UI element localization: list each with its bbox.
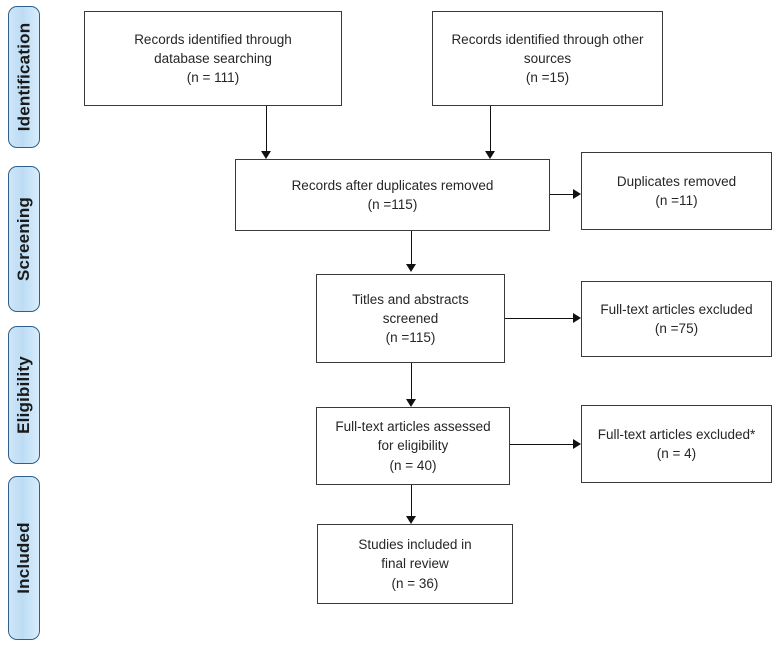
stage-screening-label: Screening [14, 197, 33, 281]
node-fulltext-assessed-text: Full-text articles assessed for eligibil… [335, 419, 491, 473]
node-records-after-duplicates: Records after duplicates removed (n =115… [235, 159, 550, 231]
node-titles-abstracts-screened: Titles and abstracts screened (n =115) [316, 274, 505, 363]
node-records-other-sources-text: Records identified through other sources… [451, 31, 644, 86]
arrowhead-dedup-to-duplicates [573, 189, 581, 199]
connector-dedup-to-duplicates [550, 194, 574, 195]
node-fulltext-assessed: Full-text articles assessed for eligibil… [316, 407, 510, 485]
connector-assessed-to-excluded4 [510, 444, 573, 445]
node-fulltext-excluded-75: Full-text articles excluded (n =75) [581, 281, 772, 357]
stage-eligibility: Eligibility [8, 326, 40, 464]
node-records-after-duplicates-text: Records after duplicates removed (n =115… [291, 177, 494, 212]
connector-dedup-to-screened [411, 231, 412, 267]
stage-eligibility-label: Eligibility [14, 356, 34, 434]
node-studies-included-text: Studies included in final review (n = 36… [358, 537, 472, 591]
stage-included-label: Included [14, 522, 33, 594]
arrowhead-screened-to-excluded75 [573, 313, 581, 323]
arrowhead-database-to-dedup [261, 151, 271, 159]
arrowhead-dedup-to-screened [406, 264, 416, 272]
node-duplicates-removed: Duplicates removed (n =11) [581, 152, 772, 230]
stage-identification-label: Identification [14, 22, 34, 132]
node-fulltext-excluded-75-text: Full-text articles excluded (n =75) [600, 301, 753, 336]
connector-other-to-dedup [490, 106, 491, 154]
arrowhead-assessed-to-excluded4 [573, 439, 581, 449]
node-duplicates-removed-text: Duplicates removed (n =11) [616, 173, 737, 208]
arrowhead-assessed-to-included [406, 516, 416, 524]
stage-identification: Identification [8, 6, 40, 148]
stage-screening: Screening [8, 166, 40, 312]
node-fulltext-excluded-4: Full-text articles excluded* (n = 4) [581, 405, 772, 483]
node-records-database-text: Records identified through database sear… [134, 31, 292, 86]
connector-database-to-dedup [266, 106, 267, 154]
node-records-other-sources: Records identified through other sources… [432, 11, 663, 106]
connector-screened-to-assessed [411, 363, 412, 401]
stage-included: Included [8, 476, 40, 640]
node-records-database: Records identified through database sear… [84, 11, 342, 106]
arrowhead-other-to-dedup [485, 151, 495, 159]
connector-assessed-to-included [411, 485, 412, 518]
node-fulltext-excluded-4-text: Full-text articles excluded* (n = 4) [597, 426, 756, 461]
arrowhead-screened-to-assessed [406, 399, 416, 407]
node-studies-included: Studies included in final review (n = 36… [317, 524, 513, 604]
node-titles-abstracts-screened-text: Titles and abstracts screened (n =115) [352, 291, 469, 346]
connector-screened-to-excluded75 [505, 318, 573, 319]
